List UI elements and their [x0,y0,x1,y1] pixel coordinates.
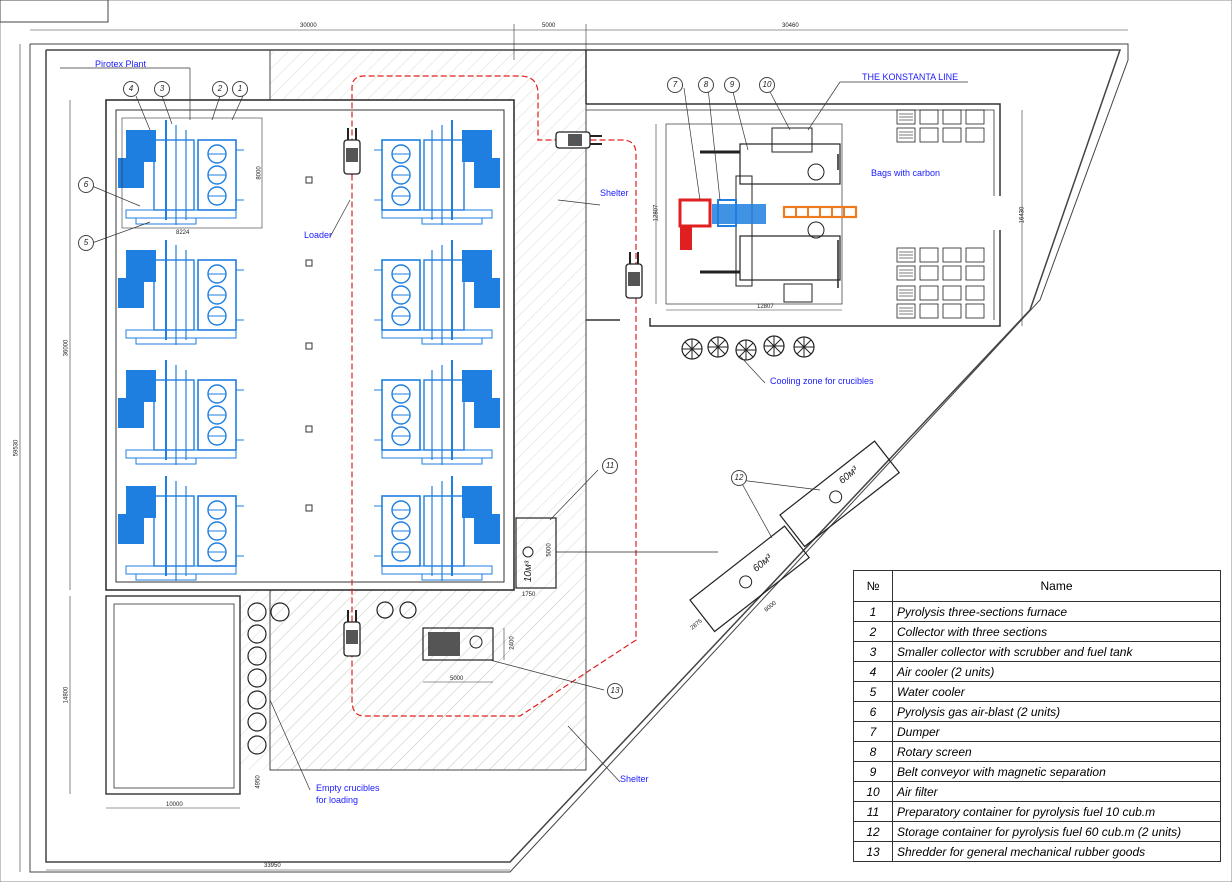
callout-3: 3 [154,81,170,97]
legend-header-no: № [853,570,893,602]
legend-name: Belt conveyor with magnetic separation [892,761,1221,782]
legend-no: 13 [853,841,893,862]
callout-4: 4 [123,81,139,97]
legend-no: 2 [853,621,893,642]
dim-right-h: 16430 [1019,206,1026,224]
plant-label: Pirotex Plant [95,59,147,69]
legend-no: 1 [853,601,893,622]
dim-line-h: 12807 [653,204,660,222]
legend-row: 10 Air filter [853,781,1221,802]
legend-no: 7 [853,721,893,742]
legend-no: 4 [853,661,893,682]
legend-name: Dumper [892,721,1221,742]
legend-no: 12 [853,821,893,842]
dim-shredder-w: 5000 [450,676,464,682]
dim-left-lower: 14800 [63,686,70,704]
legend-header-name: Name [892,570,1221,602]
dim-furnace-w: 8224 [176,230,190,236]
legend-name: Storage container for pyrolysis fuel 60 … [892,821,1221,842]
callout-9: 9 [724,77,740,93]
callout-11: 11 [602,458,618,474]
callout-1: 1 [232,81,248,97]
legend-name: Air cooler (2 units) [892,661,1221,682]
dim-bottom-left: 10000 [166,802,183,808]
legend-row: 7 Dumper [853,721,1221,742]
dim-top-right: 30460 [782,23,799,29]
callout-5: 5 [78,235,94,251]
legend-no: 6 [853,701,893,722]
legend-no: 8 [853,741,893,762]
empty-crucibles-label-1: Empty crucibles [316,783,380,793]
dim-shredder-h: 2400 [509,636,516,650]
legend-name: Air filter [892,781,1221,802]
legend-name: Water cooler [892,681,1221,702]
konstanta-label: THE KONSTANTA LINE [862,72,959,82]
callout-8: 8 [698,77,714,93]
legend-no: 11 [853,801,893,822]
container-10-label: 10м³ [523,560,535,583]
legend-row: 9 Belt conveyor with magnetic separation [853,761,1221,782]
legend-name: Smaller collector with scrubber and fuel… [892,641,1221,662]
dim-left-upper: 36000 [63,339,70,357]
callout-10: 10 [759,77,775,93]
shelter-top-label: Shelter [600,188,629,198]
legend-no: 9 [853,761,893,782]
legend-name: Pyrolysis gas air-blast (2 units) [892,701,1221,722]
dim-small-left: 4950 [255,775,262,789]
dim-container10-h: 5000 [546,543,553,557]
dim-container10-w: 1750 [522,592,536,598]
legend-name: Shredder for general mechanical rubber g… [892,841,1221,862]
legend-header: № Name [853,570,1221,602]
callout-13: 13 [607,683,623,699]
dim-left-total: 59530 [13,439,20,457]
dim-line-w: 12807 [757,304,774,310]
legend-no: 5 [853,681,893,702]
legend-row: 8 Rotary screen [853,741,1221,762]
legend-name: Collector with three sections [892,621,1221,642]
empty-crucibles-label-2: for loading [316,795,359,805]
bags-label: Bags with carbon [871,168,941,178]
legend-no: 10 [853,781,893,802]
callout-12: 12 [731,470,747,486]
dim-top-left: 30000 [300,23,317,29]
shelter-bottom-label: Shelter [620,774,649,784]
legend-name: Pyrolysis three-sections furnace [892,601,1221,622]
callout-2: 2 [212,81,228,97]
dim-furnace-h: 8000 [256,166,263,180]
legend-no: 3 [853,641,893,662]
callout-7: 7 [667,77,683,93]
legend-name: Preparatory container for pyrolysis fuel… [892,801,1221,822]
loader-label: Loader [304,230,333,240]
cooling-zone-label: Cooling zone for crucibles [770,376,874,386]
legend-name: Rotary screen [892,741,1221,762]
dim-bottom-total: 33950 [264,863,281,869]
dim-top-mid: 5000 [542,23,556,29]
callout-6: 6 [78,177,94,193]
